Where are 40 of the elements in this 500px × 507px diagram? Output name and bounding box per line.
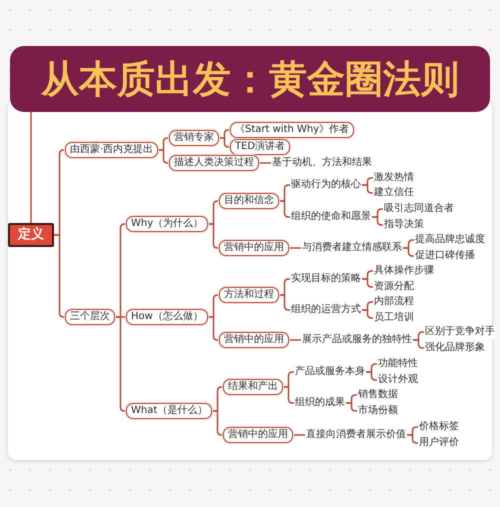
connector-line [372,216,383,226]
connector-line [366,371,377,381]
topic-box: 营销中的应用 [223,427,293,443]
topic-box: Why（为什么） [126,216,208,232]
connector-line [289,339,301,341]
topic-box: What（是什么） [126,403,212,419]
branch-text: 具体操作步骤 [373,264,435,278]
topic-box: 营销中的应用 [219,240,289,256]
branch-text: 强化品牌形象 [424,341,486,355]
connector-line [362,309,373,319]
branch-text: 区别于竞争对手 [424,325,496,339]
title-banner: 从本质出发：黄金圈法则 [10,46,490,112]
connector-line [289,247,301,249]
connector-line [158,149,169,164]
topic-box: 描述人类决策过程 [169,155,259,171]
topic-box: 结果和产出 [223,379,283,395]
topic-box: 营销中的应用 [219,332,289,348]
connector-line [219,137,230,148]
topic-box: 由西蒙·西内克提出 [65,142,158,158]
connector-line [283,386,294,404]
topic-box: How（怎么做） [126,309,208,325]
topic-box: 《Start with Why》作者 [230,122,354,138]
connector-line [413,339,424,349]
topic-box: 方法和过程 [219,287,279,303]
root-topic-box: 定义 [8,223,54,247]
connector-line [407,434,418,444]
connector-line [362,278,373,288]
connector-line [362,184,373,194]
topic-box: 营销专家 [169,130,219,146]
connector-line [259,162,271,164]
connector-line [293,434,305,436]
connector-line [279,200,290,218]
connector-line [403,247,414,257]
connector-line [279,294,290,311]
connector-line [346,402,357,412]
connector-line [30,112,32,223]
branch-text: 激发热情 [373,171,415,185]
topic-box: TED演讲者 [230,139,290,155]
topic-box: 三个层次 [65,309,115,325]
topic-box: 目的和信念 [219,193,279,209]
